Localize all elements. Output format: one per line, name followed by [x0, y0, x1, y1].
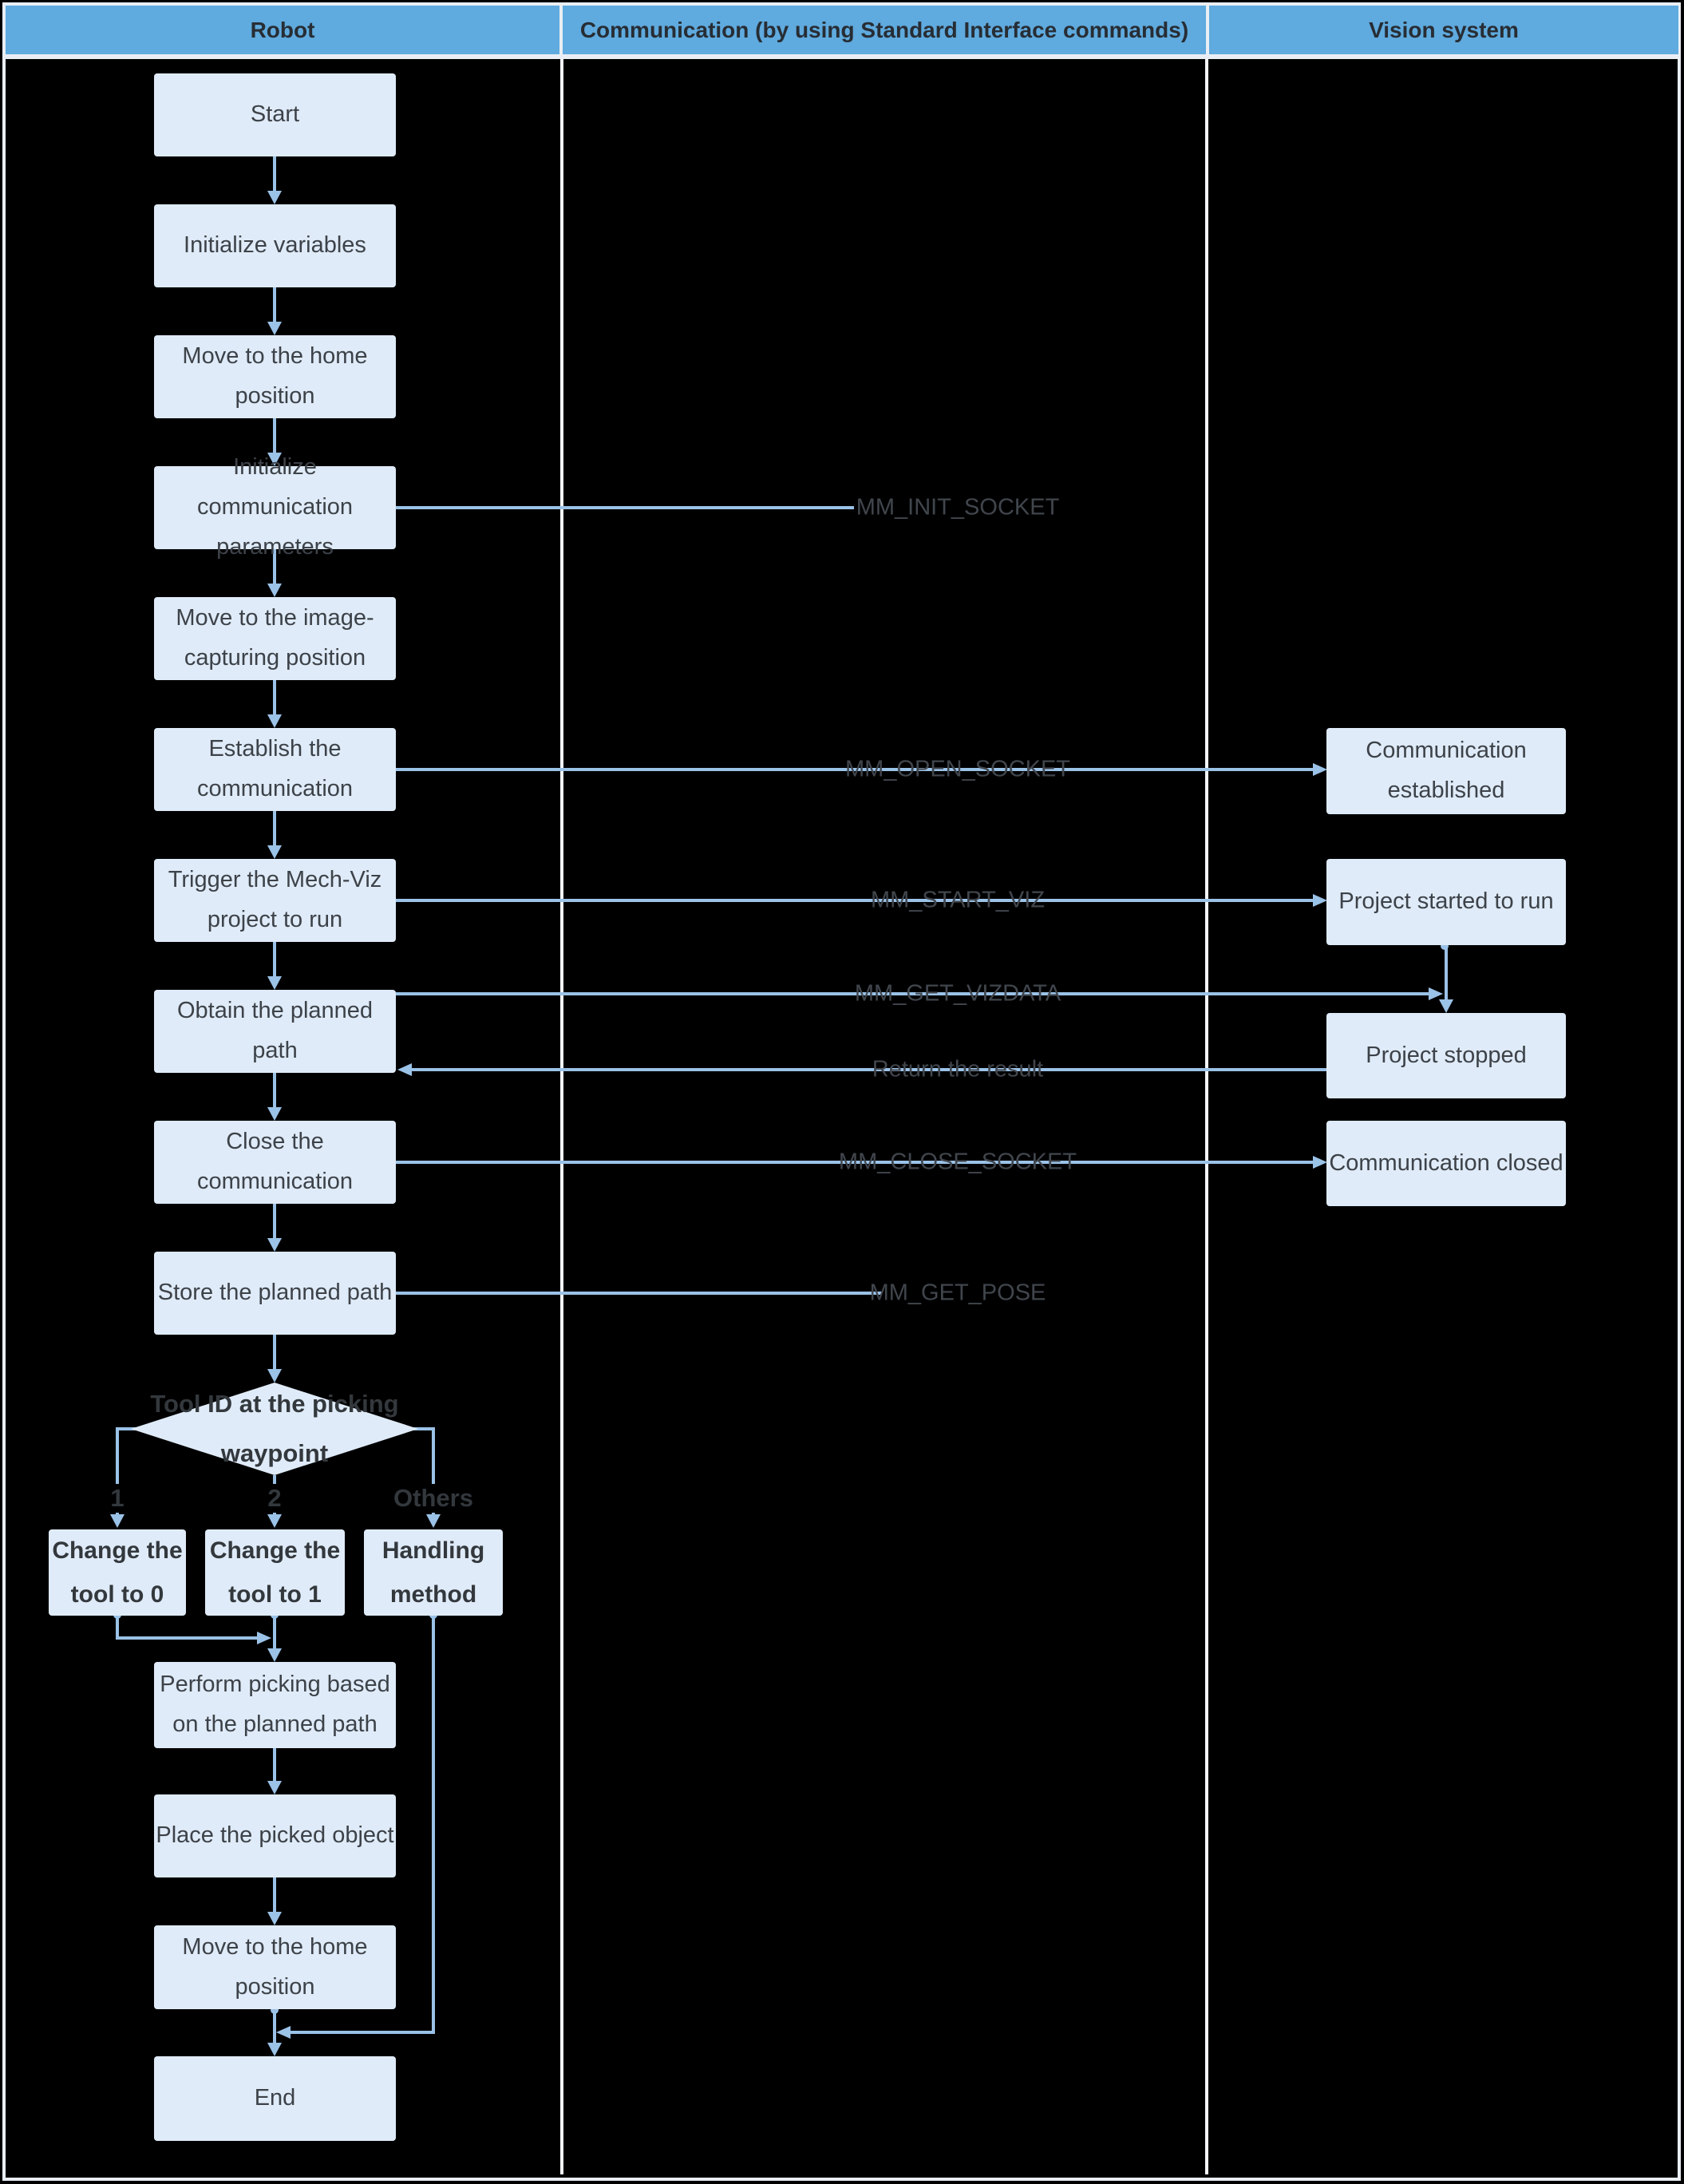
vision-flow-line	[1445, 945, 1448, 1001]
bypass-line-vertical	[432, 1615, 435, 2034]
command-label-mm-start-viz: MM_START_VIZ	[870, 887, 1046, 913]
node-initialize-communication-parameters: Initialize communication parameters	[154, 454, 396, 560]
flow-line	[273, 287, 276, 322]
command-label-mm-get-vizdata: MM_GET_VIZDATA	[854, 980, 1061, 1007]
node-start: Start	[154, 73, 396, 156]
command-label-mm-init-socket: MM_INIT_SOCKET	[856, 494, 1060, 520]
connector-mm-open-socket	[396, 768, 1314, 771]
flow-line	[273, 1204, 276, 1239]
branch-arrowhead-2	[267, 1514, 282, 1528]
merge-line-tool0	[116, 1615, 119, 1640]
node-communication-established: Communication established	[1326, 728, 1566, 814]
node-end: End	[154, 2056, 396, 2141]
branch-case-1: 1	[102, 1484, 132, 1513]
header-row: Robot Communication (by using Standard I…	[6, 6, 1678, 59]
flow-line	[273, 1748, 276, 1782]
node-project-started: Project started to run	[1326, 859, 1566, 945]
flow-arrowhead	[267, 584, 282, 597]
connector-mm-get-vizdata	[396, 992, 1429, 995]
merge-arrowhead-down	[267, 1648, 282, 1662]
node-trigger-mech-viz: Trigger the Mech-Viz project to run	[154, 859, 396, 942]
flow-arrowhead	[267, 1107, 282, 1121]
node-place-picked-object: Place the picked object	[154, 1794, 396, 1877]
flow-line	[273, 811, 276, 846]
flow-line	[273, 549, 276, 584]
node-handling-method: Handling method	[364, 1529, 503, 1616]
connector-mm-close-socket	[396, 1161, 1314, 1164]
flow-arrowhead	[267, 322, 282, 335]
header-lane-vision: Vision system	[1209, 6, 1678, 54]
branch-arrowhead-1	[110, 1514, 125, 1528]
branch-case-others: Others	[385, 1484, 481, 1513]
branch-case-2: 2	[259, 1484, 290, 1513]
connector-return-result	[412, 1068, 1326, 1071]
flow-line	[273, 1877, 276, 1913]
flow-line	[273, 156, 276, 192]
flow-arrowhead	[267, 845, 282, 859]
flow-arrowhead	[267, 191, 282, 204]
node-change-tool-0: Change the tool to 0	[49, 1529, 186, 1616]
flow-line	[273, 2009, 276, 2044]
connector-mm-get-pose	[396, 1292, 882, 1295]
flow-line	[273, 680, 276, 715]
flow-arrowhead	[267, 1781, 282, 1794]
header-lane-robot: Robot	[6, 6, 559, 54]
node-move-home-1: Move to the home position	[154, 335, 396, 418]
node-change-tool-1: Change the tool to 1	[205, 1529, 345, 1616]
branch-elbow-right	[413, 1427, 435, 1430]
node-obtain-planned-path: Obtain the planned path	[154, 990, 396, 1073]
decision-label: Tool ID at the picking waypoint	[150, 1390, 399, 1467]
vision-flow-arrowhead	[1439, 999, 1453, 1013]
node-close-communication: Close the communication	[154, 1121, 396, 1204]
lane-divider-left	[560, 59, 563, 2174]
flow-line	[273, 1073, 276, 1108]
flow-arrowhead	[267, 1238, 282, 1252]
connector-dot	[271, 2006, 279, 2014]
header-lane-communication: Communication (by using Standard Interfa…	[563, 6, 1206, 54]
flow-line	[273, 418, 276, 453]
node-perform-picking: Perform picking based on the planned pat…	[154, 1662, 396, 1748]
node-communication-closed: Communication closed	[1326, 1121, 1566, 1206]
branch-line-1	[116, 1427, 119, 1515]
arrowhead-return-result	[397, 1063, 412, 1076]
flow-arrowhead	[267, 2043, 282, 2056]
bypass-line-horizontal	[289, 2031, 435, 2034]
lane-divider-right	[1205, 59, 1208, 2174]
flow-line	[273, 1335, 276, 1370]
flow-arrowhead	[267, 453, 282, 466]
arrowhead-mm-open-socket	[1313, 763, 1327, 776]
flow-arrowhead	[267, 1912, 282, 1925]
command-label-return-result: Return the result	[872, 1056, 1044, 1082]
flow-line	[273, 942, 276, 977]
bypass-arrowhead-left	[276, 2026, 291, 2039]
merge-arrowhead-right	[257, 1632, 271, 1644]
node-initialize-variables: Initialize variables	[154, 204, 396, 287]
flow-arrowhead	[267, 976, 282, 990]
command-label-mm-get-pose: MM_GET_POSE	[869, 1280, 1046, 1306]
merge-line-tool1	[273, 1615, 276, 1648]
flow-arrowhead	[267, 714, 282, 728]
connector-mm-start-viz	[396, 899, 1314, 902]
connector-mm-init-socket	[396, 506, 854, 509]
arrowhead-mm-close-socket	[1313, 1156, 1327, 1169]
command-label-mm-close-socket: MM_CLOSE_SOCKET	[838, 1149, 1077, 1175]
node-project-stopped: Project stopped	[1326, 1013, 1566, 1098]
branch-line-others	[432, 1427, 435, 1515]
node-move-home-2: Move to the home position	[154, 1925, 396, 2009]
flow-arrowhead	[267, 1369, 282, 1383]
arrowhead-mm-get-vizdata	[1429, 987, 1443, 1000]
arrowhead-mm-start-viz	[1313, 894, 1327, 907]
node-move-image-capturing: Move to the image-capturing position	[154, 597, 396, 680]
branch-arrowhead-others	[426, 1514, 441, 1528]
node-store-planned-path: Store the planned path	[154, 1252, 396, 1335]
command-label-mm-open-socket: MM_OPEN_SOCKET	[845, 756, 1070, 782]
merge-line-horizontal	[116, 1636, 257, 1640]
branch-elbow-left	[116, 1427, 136, 1430]
node-establish-communication: Establish the communication	[154, 728, 396, 811]
